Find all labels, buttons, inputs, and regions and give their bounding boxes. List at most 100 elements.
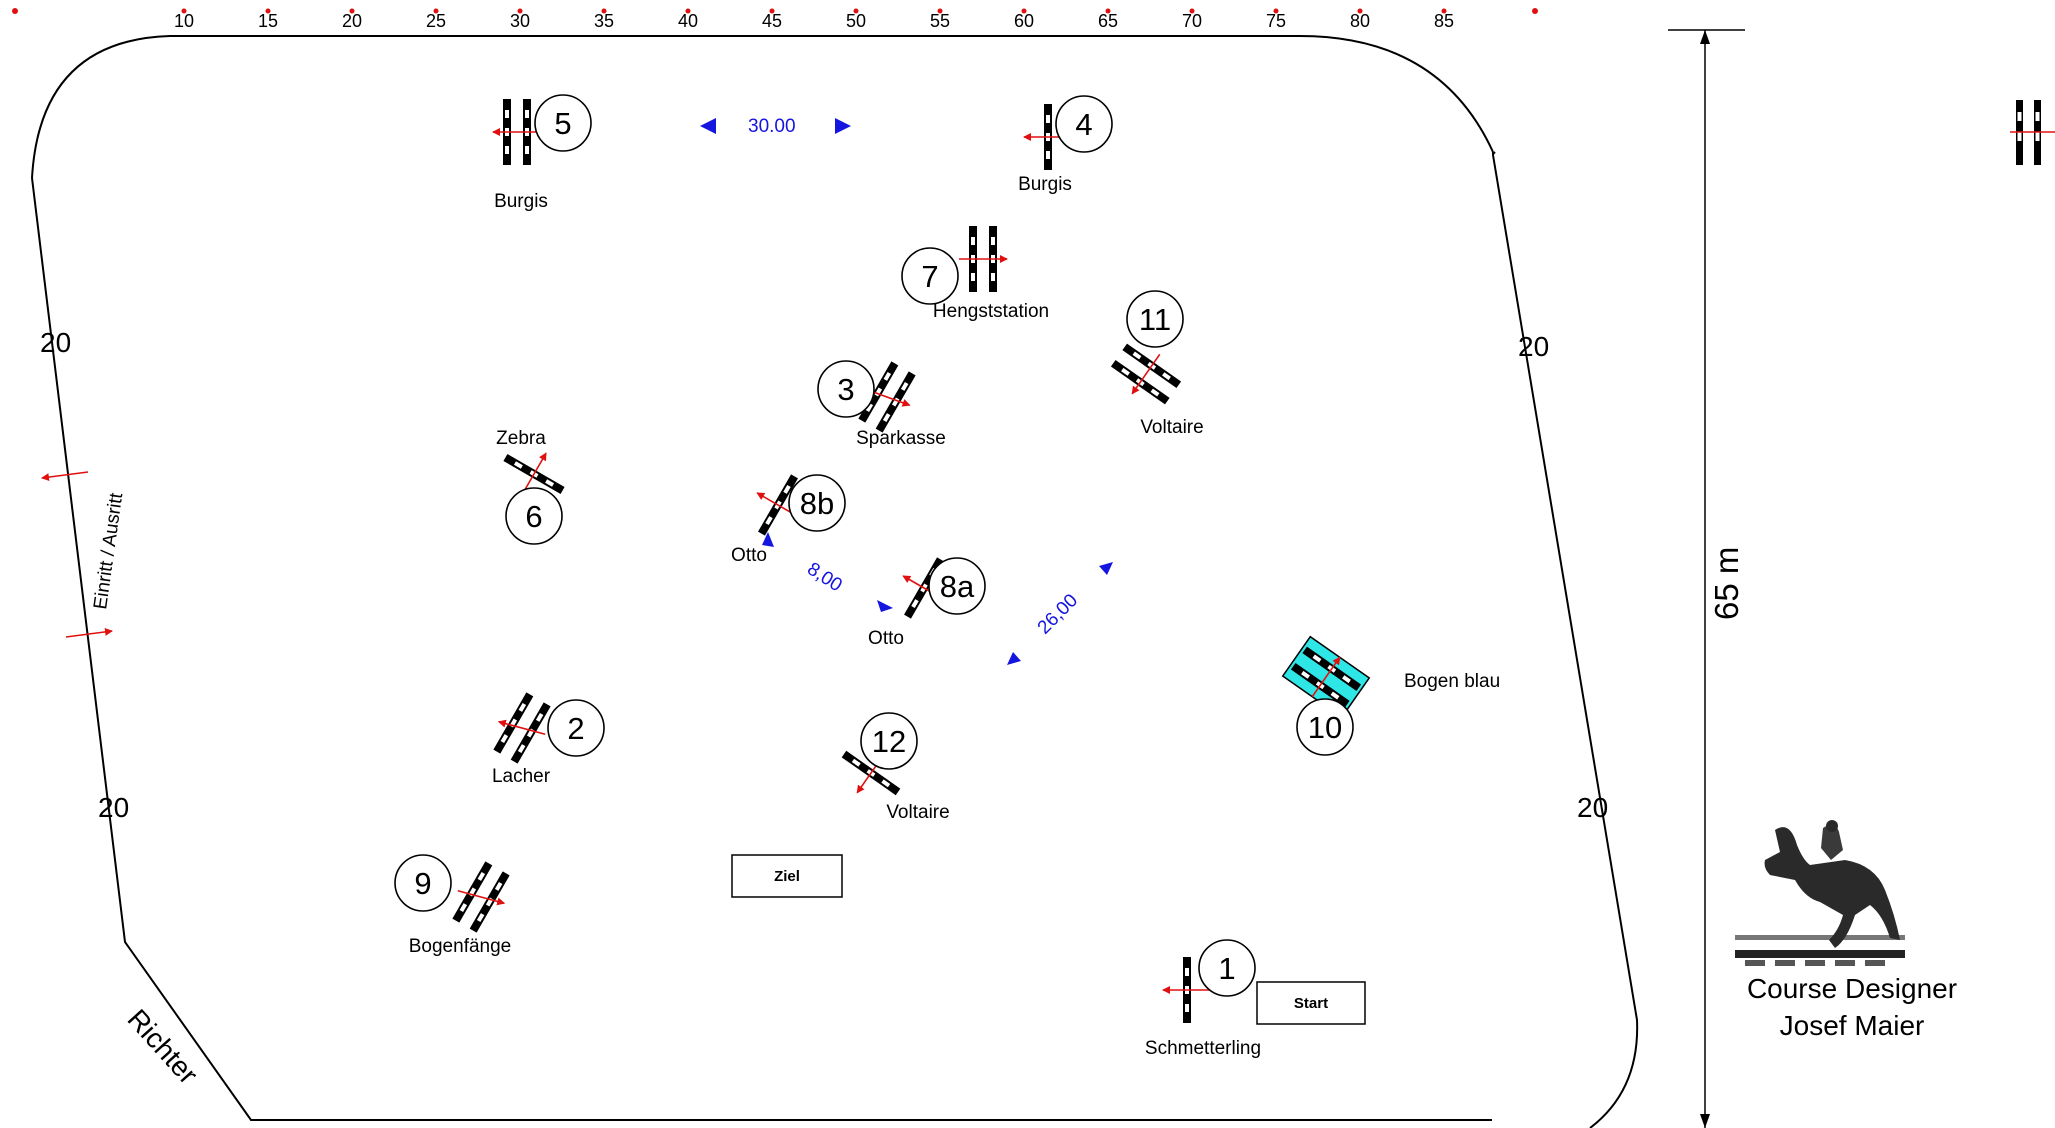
obstacle-number-circle xyxy=(1198,939,1256,997)
distance-8-label: 8,00 xyxy=(803,559,845,597)
corner-dot xyxy=(12,8,18,14)
distance-26-label: 26,00 xyxy=(1034,590,1082,638)
obstacle-label: Lacher xyxy=(492,766,551,787)
side-mark-right-bottom: 20 xyxy=(1577,792,1608,823)
ruler-tick-label: 55 xyxy=(930,11,950,31)
obstacle-number-circle xyxy=(547,699,605,757)
obstacle-number: 9 xyxy=(414,866,431,901)
ruler-tick-label: 80 xyxy=(1350,11,1370,31)
ruler-dot xyxy=(937,8,943,14)
ruler-tick-label: 60 xyxy=(1014,11,1034,31)
ruler-dot xyxy=(433,8,439,14)
ruler-tick-label: 65 xyxy=(1098,11,1118,31)
obstacle-number-circle xyxy=(1296,698,1354,756)
obstacle-number-circle xyxy=(394,854,452,912)
ruler-dot xyxy=(181,8,187,14)
ruler-tick-label: 45 xyxy=(762,11,782,31)
obstacle-label: Burgis xyxy=(494,191,548,212)
obstacle-label: Voltaire xyxy=(1140,417,1203,438)
corner-dot xyxy=(1532,8,1538,14)
obstacle-label: Otto xyxy=(868,628,904,649)
ruler-tick-label: 15 xyxy=(258,11,278,31)
obstacle-number-circle xyxy=(817,360,875,418)
ruler-tick-label: 30 xyxy=(510,11,530,31)
side-mark-left-top: 20 xyxy=(40,327,71,358)
obstacle-number: 10 xyxy=(1308,710,1342,745)
obstacle-label: Voltaire xyxy=(886,802,949,823)
start-label: Start xyxy=(1294,995,1328,1012)
obstacle-bars xyxy=(858,361,916,433)
obstacle-label: Zebra xyxy=(496,428,546,449)
ruler-tick-label: 20 xyxy=(342,11,362,31)
obstacle-number-circle xyxy=(1055,95,1113,153)
obstacle-number: 8a xyxy=(940,569,975,604)
obstacle-label: Bogenfänge xyxy=(409,936,512,957)
ruler-dot xyxy=(601,8,607,14)
direction-arrow xyxy=(1131,353,1161,395)
obstacle-number-circle xyxy=(860,712,918,770)
obstacle-number: 5 xyxy=(554,106,571,141)
side-mark-right-top: 20 xyxy=(1518,331,1549,362)
dimension-65m: 65 m xyxy=(1668,29,1745,1128)
distance-26: 26,00 xyxy=(1007,562,1113,665)
ruler-dot xyxy=(853,8,859,14)
ruler-tick-label: 35 xyxy=(594,11,614,31)
obstacle-label: Schmetterling xyxy=(1145,1038,1261,1059)
obstacle-label: Burgis xyxy=(1018,174,1072,195)
finish-label: Ziel xyxy=(774,868,800,885)
ruler-tick-label: 40 xyxy=(678,11,698,31)
obstacle-label: Sparkasse xyxy=(856,428,946,449)
ruler-tick-label: 10 xyxy=(174,11,194,31)
obstacle-number-circle xyxy=(928,557,986,615)
obstacle-label: Otto xyxy=(731,545,767,566)
obstacle-number: 7 xyxy=(921,259,938,294)
side-mark-left-bottom: 20 xyxy=(98,792,129,823)
ruler-tick-label: 50 xyxy=(846,11,866,31)
obstacle-number: 3 xyxy=(837,372,854,407)
ruler-tick-label: 70 xyxy=(1182,11,1202,31)
ruler-tick-label: 75 xyxy=(1266,11,1286,31)
designer-name: Josef Maier xyxy=(1780,1010,1925,1041)
ruler-dot xyxy=(1105,8,1111,14)
obstacle-number-circle xyxy=(505,487,563,545)
direction-arrow xyxy=(497,719,546,735)
ruler-dot xyxy=(685,8,691,14)
judge-label: Richter xyxy=(122,1003,204,1090)
ruler-dot xyxy=(1441,8,1447,14)
obstacle-number: 1 xyxy=(1218,951,1235,986)
entrance-label: Einritt / Ausritt xyxy=(90,491,127,611)
ruler-dot xyxy=(265,8,271,14)
obstacle-number: 4 xyxy=(1075,107,1092,142)
obstacle-number: 11 xyxy=(1139,302,1171,337)
ruler-tick-label: 25 xyxy=(426,11,446,31)
ruler-dot xyxy=(1021,8,1027,14)
ruler-dot xyxy=(1357,8,1363,14)
distance-top-label: 30.00 xyxy=(748,116,796,137)
obstacle-number-circle xyxy=(788,474,846,532)
finish-box: Ziel xyxy=(731,854,843,898)
direction-arrow xyxy=(457,890,506,906)
obstacle-bars xyxy=(452,861,510,933)
direction-arrow xyxy=(1311,656,1341,698)
direction-arrow xyxy=(521,452,547,496)
designer-title: Course Designer xyxy=(1747,973,1957,1004)
obstacle-label: Bogen blau xyxy=(1404,671,1500,692)
horse-jumper-logo xyxy=(1735,820,1905,966)
ruler-dot xyxy=(349,8,355,14)
obstacle-10: 10 Bogen blau xyxy=(1281,635,1500,756)
obstacle-number-circle xyxy=(534,94,592,152)
ruler-dot xyxy=(1189,8,1195,14)
ruler-dot xyxy=(769,8,775,14)
